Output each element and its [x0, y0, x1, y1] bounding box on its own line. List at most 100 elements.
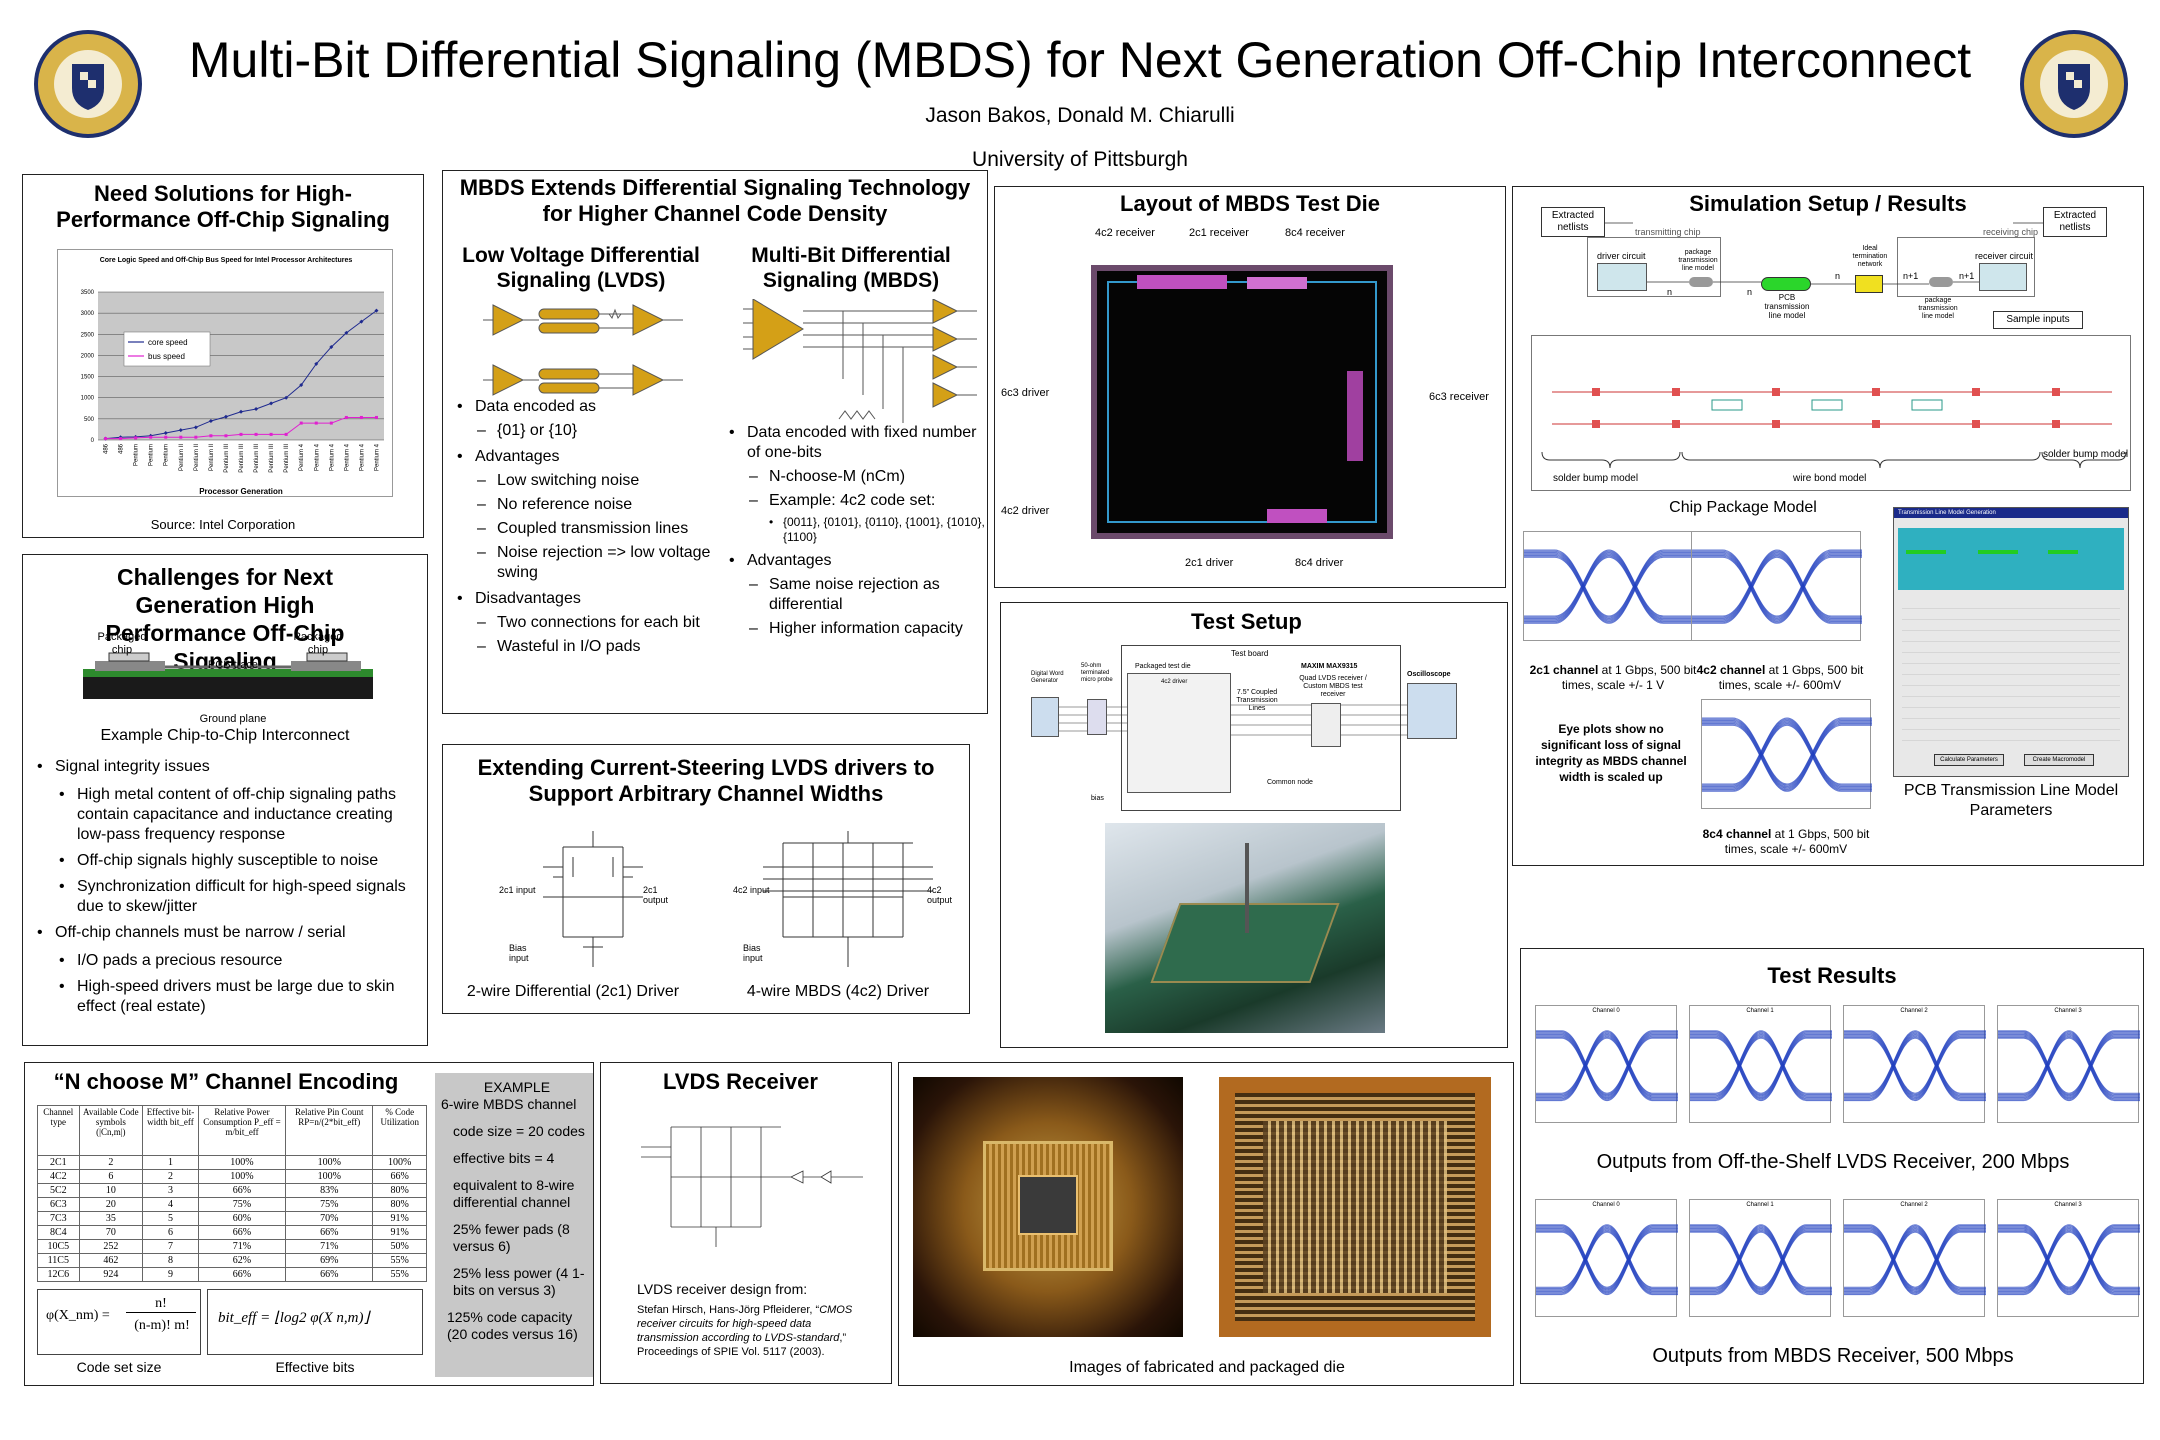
- chart-title: Core Logic Speed and Off-Chip Bus Speed …: [100, 257, 353, 264]
- chart-point-1-8: [224, 434, 228, 438]
- table-cell: 10C5: [37, 1239, 80, 1254]
- mbds-heading: Multi-Bit Differential Signaling (MBDS): [751, 244, 951, 292]
- table-header: Channel type: [37, 1105, 80, 1156]
- pkg-chip-1-label: Packaged chip: [97, 631, 147, 656]
- formula-2: bit_eff = ⌊log2 φ(X n,m)⌋: [218, 1310, 370, 1326]
- table-cell: 66%: [197, 1267, 287, 1282]
- panel-need-solutions: Need Solutions for High-Performance Off-…: [22, 174, 424, 538]
- table-cell: 1: [142, 1155, 199, 1170]
- receiver-design-note: LVDS receiver design from:: [637, 1281, 808, 1297]
- chart-ytick-label: 3500: [81, 290, 95, 296]
- sub-bullet: Example: 4c2 code set: {0011}, {0101}, {…: [747, 491, 985, 545]
- chart-xtick-label: Pentium 4: [299, 443, 305, 471]
- chart-point-0-18: [374, 308, 379, 313]
- chart-point-0-8: [223, 414, 228, 419]
- result-channel-label: Channel 1: [1746, 1202, 1774, 1208]
- sub-bullet: Synchronization difficult for high-speed…: [55, 877, 423, 917]
- chart-point-0-6: [193, 425, 198, 430]
- lvds-symbol: [483, 304, 683, 396]
- calculate-parameters-button[interactable]: Calculate Parameters: [1934, 754, 2004, 766]
- die-driver-label: 4c2 driver: [1161, 679, 1188, 685]
- receiver-schematic: [641, 1126, 863, 1247]
- table-cell: 80%: [372, 1197, 427, 1212]
- table-cell: 71%: [285, 1239, 374, 1254]
- poster-authors: Jason Bakos, Donald M. Chiarulli: [925, 104, 1235, 127]
- chart-point-1-0: [104, 437, 108, 441]
- table-header: Relative Power Consumption P_eff = m/bit…: [197, 1105, 287, 1156]
- result-eye-svg: [1536, 1030, 1678, 1102]
- result-eye-svg: [1998, 1030, 2140, 1102]
- example-item: 25% less power (4 1-bits on versus 3): [453, 1265, 585, 1298]
- results-lvds-caption: Outputs from Off-the-Shelf LVDS Receiver…: [1596, 1151, 2070, 1173]
- poster-affiliation: University of Pittsburgh: [972, 148, 1188, 171]
- result-eye-plot: Channel 0: [1535, 1199, 1678, 1317]
- sub-bullet: Coupled transmission lines: [475, 519, 713, 539]
- 2c1-driver-schematic: [543, 831, 643, 967]
- bias-label: bias: [1091, 795, 1104, 802]
- eye-traces: [1524, 549, 1694, 624]
- result-eye-plot: Channel 3: [1997, 1005, 2140, 1123]
- chart-point-0-11: [269, 401, 274, 406]
- eye-traces: [1998, 1224, 2140, 1296]
- result-eye-svg: [1690, 1030, 1832, 1102]
- chart-ytick-label: 2000: [81, 353, 95, 359]
- chart-point-1-17: [359, 415, 363, 419]
- table-cell: 6C3: [37, 1197, 80, 1212]
- dwg-label: Digital Word Generator: [1031, 671, 1064, 684]
- chart-point-0-15: [329, 344, 334, 349]
- table-cell: 66%: [197, 1183, 287, 1198]
- eye-traces: [1690, 1224, 1832, 1296]
- quad-receiver-label: Quad LVDS receiver / Custom MBDS test re…: [1299, 675, 1367, 698]
- tl-window-titlebar: Transmission Line Model Generation: [1894, 508, 2128, 518]
- table-cell: 7C3: [37, 1211, 80, 1226]
- panel-mbds-extends: MBDS Extends Differential Signaling Tech…: [442, 170, 988, 714]
- result-eye-plot: Channel 3: [1997, 1199, 2140, 1317]
- example-heading: EXAMPLE: [483, 1079, 551, 1095]
- eye-traces: [1536, 1030, 1678, 1102]
- chart-point-1-15: [329, 421, 333, 425]
- pcb-tl-label: PCB transmission line model: [1764, 293, 1810, 320]
- eye-note: Eye plots show no significant loss of si…: [1535, 722, 1687, 784]
- pkg-tl-label-1: package transmission line model: [1678, 249, 1718, 272]
- sub-bullet: High metal content of off-chip signaling…: [55, 785, 423, 845]
- mbds-bullets: Data encoded with fixed number of one-bi…: [725, 423, 985, 645]
- sample-inputs-box: Sample inputs: [1993, 311, 2083, 329]
- need-source: Source: Intel Corporation: [150, 517, 296, 532]
- panel-nchoose: “N choose M” Channel Encoding Channel ty…: [24, 1062, 594, 1386]
- ground-plane-label: Ground plane: [199, 713, 267, 725]
- extending-title: Extending Current-Steering LVDS drivers …: [477, 755, 935, 806]
- chart-point-0-12: [284, 395, 289, 400]
- table-cell: 60%: [197, 1211, 287, 1226]
- panel-lvds-receiver: LVDS Receiver LVDS receiver design from:…: [600, 1062, 892, 1384]
- table-cell: 100%: [372, 1155, 427, 1170]
- table-cell: 7: [142, 1239, 199, 1254]
- seal-left: [32, 28, 144, 140]
- chart-xtick-label: Pentium III: [254, 444, 260, 473]
- label-6c3-driver: 6c3 driver: [1001, 387, 1050, 399]
- common-node-label: Common node: [1267, 779, 1313, 786]
- receiver-circuit-label: receiver circuit: [1975, 251, 2034, 261]
- result-eye-plot: Channel 1: [1689, 1005, 1832, 1123]
- formula-1-num: n!: [126, 1296, 196, 1313]
- chart-xtick-label: Pentium II: [209, 444, 215, 471]
- example-item: code size = 20 codes: [453, 1123, 585, 1139]
- solder-bump-label-1: solder bump model: [1553, 473, 1639, 484]
- n-label-2: n: [1747, 287, 1753, 297]
- chip-package-model: [1531, 335, 2131, 491]
- nchoose-title: “N choose M” Channel Encoding: [53, 1069, 399, 1094]
- chart-point-0-17: [359, 319, 364, 324]
- tl-model-window: Transmission Line Model Generation Calcu…: [1893, 507, 2129, 777]
- create-macromodel-button[interactable]: Create Macromodel: [2024, 754, 2094, 766]
- result-channel-label: Channel 2: [1900, 1202, 1928, 1208]
- panel-extending: Extending Current-Steering LVDS drivers …: [442, 744, 970, 1014]
- pcb-trace-label: PCB trace: [207, 659, 259, 671]
- fabricated-die-photo: [1219, 1077, 1491, 1337]
- eye-4c2-caption: 4c2 channel at 1 Gbps, 500 bit times, sc…: [1696, 663, 1864, 692]
- table-cell: 35: [78, 1211, 144, 1226]
- simulation-title: Simulation Setup / Results: [1689, 191, 1967, 216]
- sub-bullet: Off-chip signals highly susceptible to n…: [55, 851, 423, 871]
- label-6c3-receiver: 6c3 receiver: [1429, 391, 1489, 403]
- eye-4c2: [1691, 531, 1862, 641]
